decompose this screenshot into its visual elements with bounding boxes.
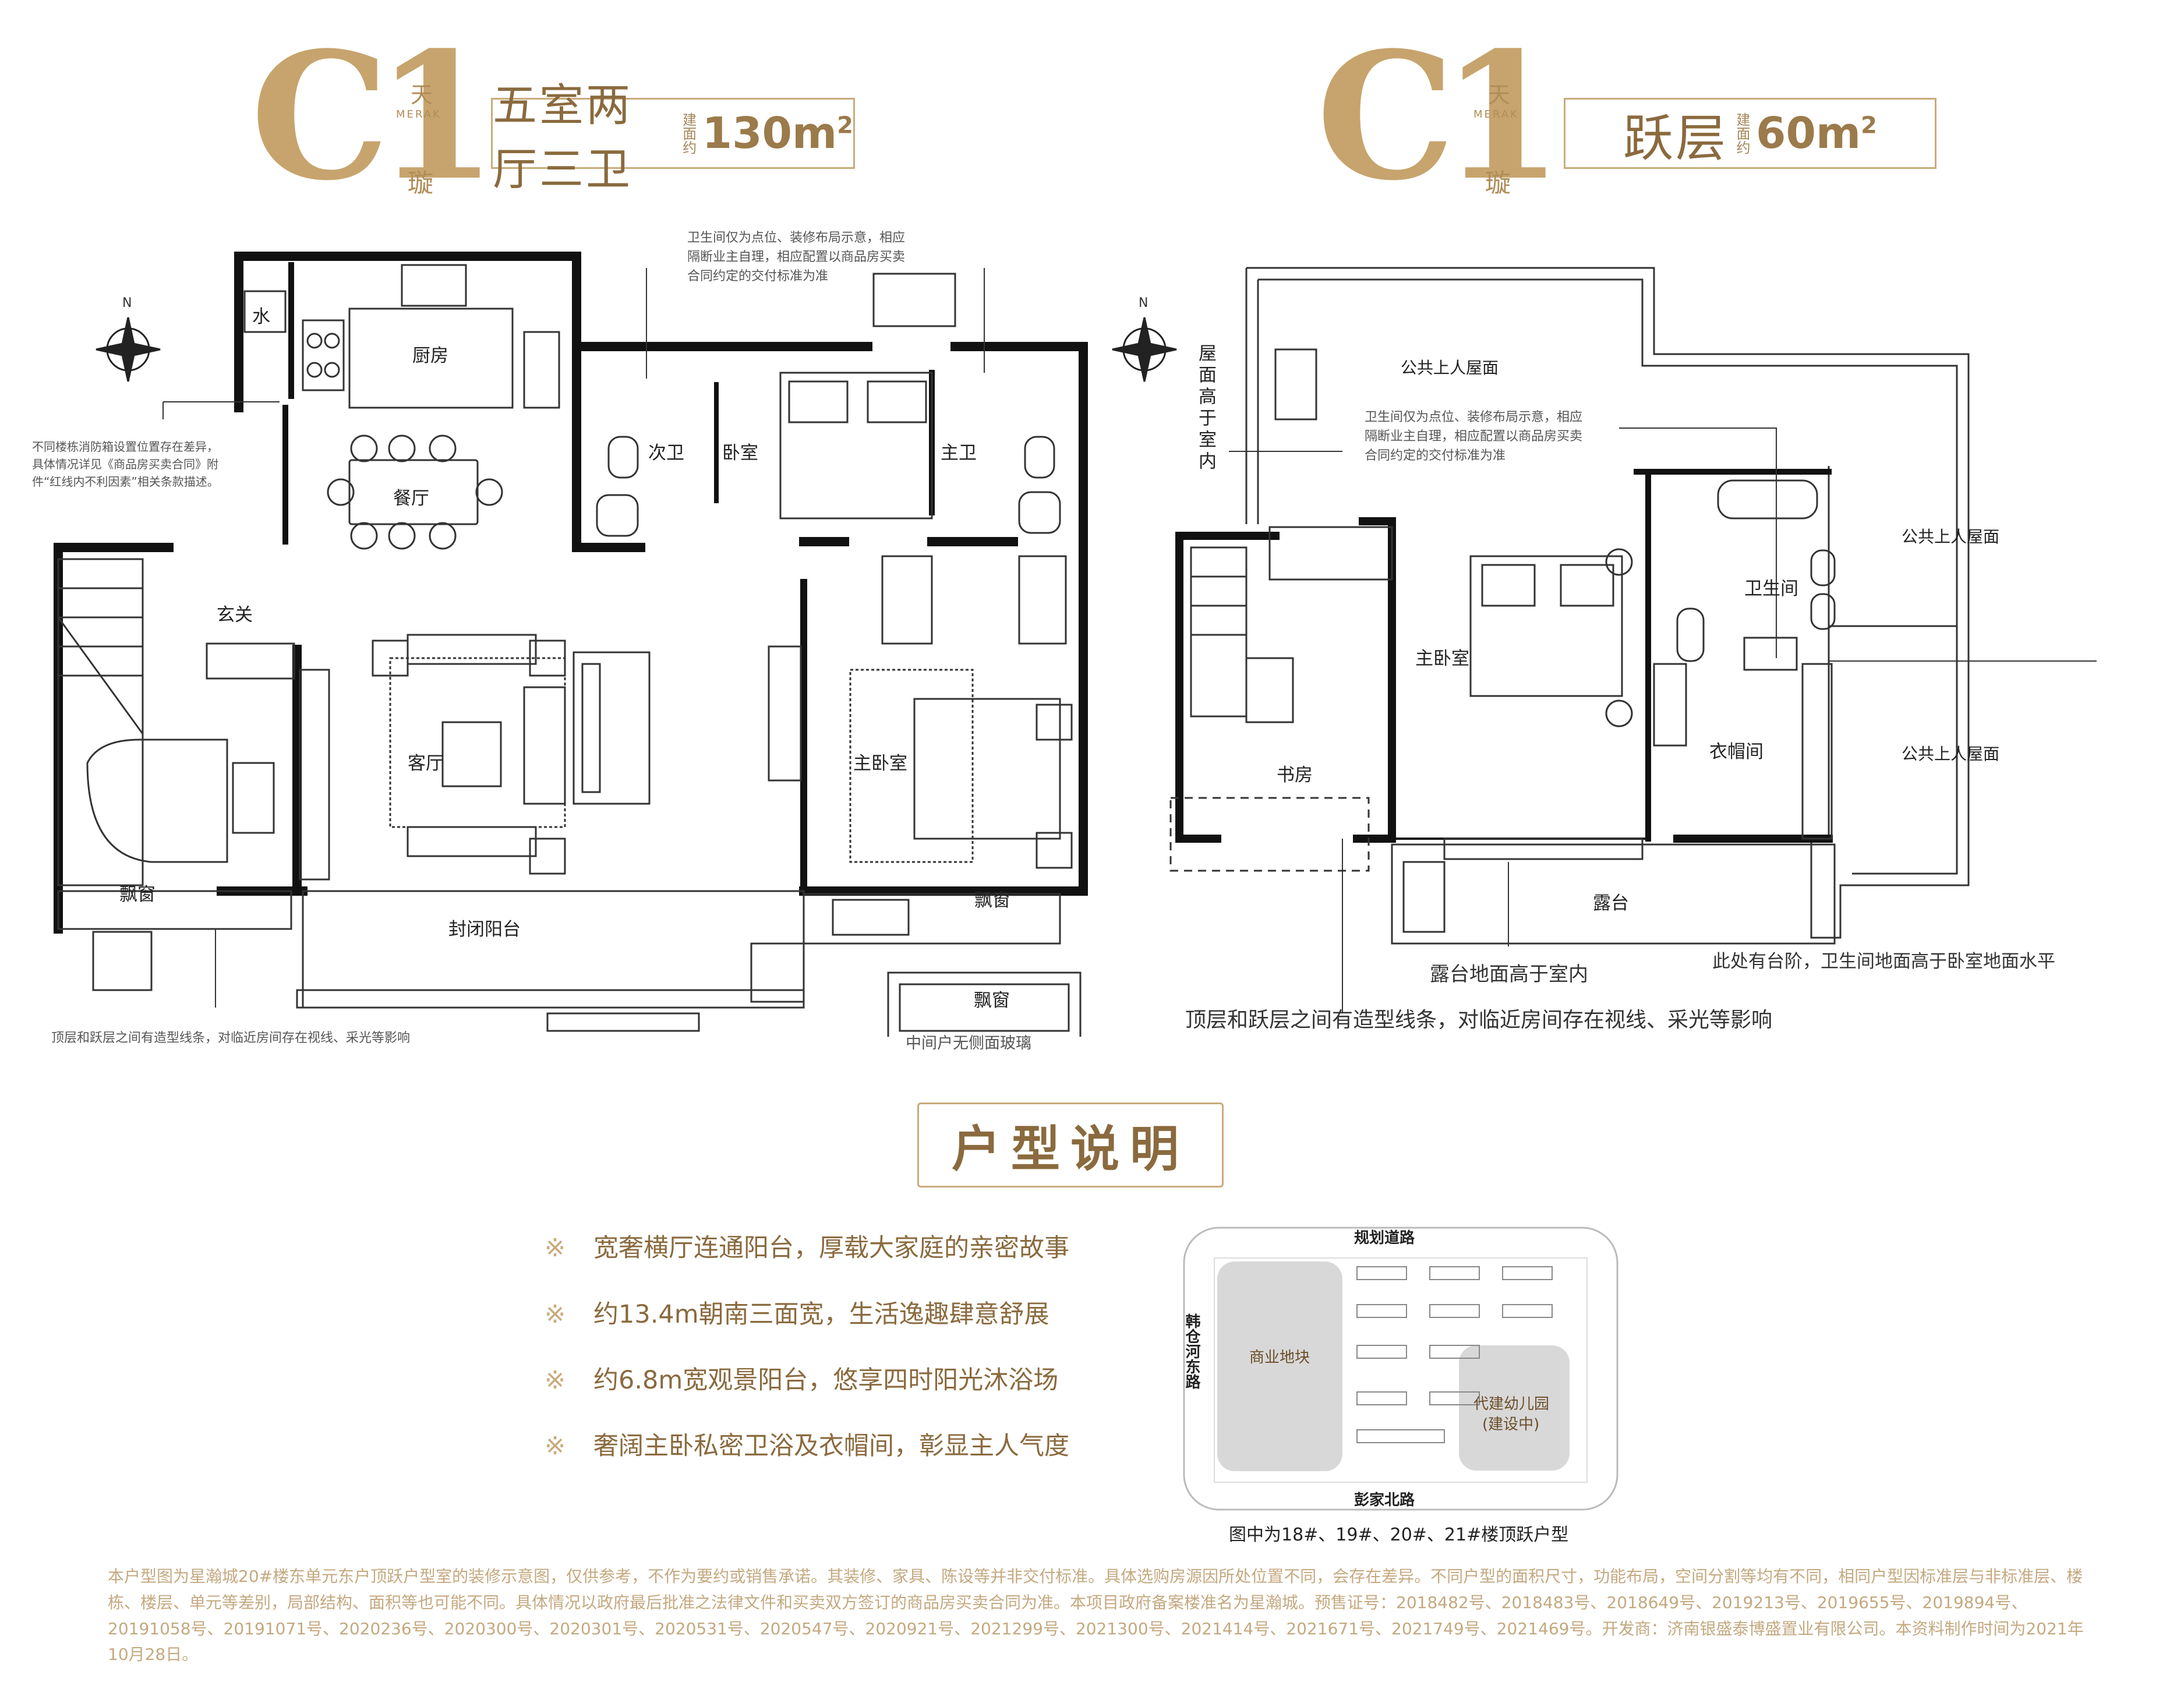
right-note-bottom: 顶层和跃层之间有造型线条，对临近房间存在视线、采光等影响: [1185, 1008, 1773, 1032]
left-logo-xuan: 璇: [408, 168, 433, 198]
map-commercial: 商业地块: [1249, 1349, 1310, 1366]
right-logo-mark: C1: [1316, 13, 1563, 219]
left-room-water: 水: [252, 306, 270, 327]
left-room-kitchen: 厨房: [412, 345, 448, 366]
right-compass-label: N: [1139, 296, 1148, 310]
map-road-top: 规划道路: [1354, 1229, 1415, 1247]
left-compass-label: N: [122, 296, 132, 310]
right-area-label: 建面约: [1734, 112, 1751, 154]
right-logo-merak: MERAK: [1473, 108, 1519, 121]
left-room-dining: 餐厅: [393, 488, 429, 509]
left-logo: C1 天 MERAK 璇: [250, 13, 497, 219]
right-room-public-roof-right2: 公共上人屋面: [1902, 744, 2000, 764]
right-note-step: 此处有台阶，卫生间地面高于卧室地面水平: [1712, 951, 2055, 972]
right-room-master-bedroom: 主卧室: [1415, 648, 1469, 669]
right-logo: C1 天 MERAK 璇: [1316, 13, 1563, 219]
map-road-left: 韩仓河东路: [1183, 1313, 1200, 1389]
left-room-master-bedroom: 主卧室: [853, 753, 907, 774]
feature-2: ※约13.4m朝南三面宽，生活逸趣肆意舒展: [545, 1300, 1049, 1329]
left-room-entrance: 玄关: [217, 605, 253, 626]
left-note-bottom: 顶层和跃层之间有造型线条，对临近房间存在视线、采光等影响: [51, 1031, 411, 1045]
right-room-public-roof-top: 公共上人屋面: [1401, 358, 1499, 377]
map-kindergarten: 代建幼儿园: [1473, 1395, 1550, 1413]
map-caption: 图中为18#、19#、20#、21#楼顶跃户型: [1229, 1525, 1569, 1545]
left-title-box: 五室两厅三卫 建面约 130m2: [491, 79, 855, 195]
left-room-enclosed-balcony: 封闭阳台: [448, 919, 521, 940]
left-logo-mark: C1: [250, 13, 497, 219]
left-floorplan: [54, 252, 1088, 1037]
feature-4: ※奢阔主卧私密卫浴及衣帽间，彰显主人气度: [545, 1432, 1070, 1461]
right-room-bathroom: 卫生间: [1744, 578, 1798, 599]
right-room-cloakroom: 衣帽间: [1709, 741, 1764, 762]
left-note-bathroom: 卫生间仅为点位、装修布局示意，相应 隔断业主自理，相应配置以商品房买卖 合同约定…: [687, 231, 906, 284]
left-area-value: 130m2: [702, 108, 853, 158]
disclaimer: 本户型图为星瀚城20#楼东单元东户顶跃户型室的装修示意图，仅供参考，不作为要约或…: [108, 1567, 2084, 1665]
section-title-box: 户型说明: [917, 1103, 1224, 1188]
right-floorplan: [1112, 267, 2097, 1013]
right-area-value: 60m2: [1756, 108, 1877, 158]
right-logo-xuan: 璇: [1485, 168, 1511, 198]
right-title-box: 跃层 建面约 60m2: [1564, 98, 1936, 169]
left-logo-tian: 天: [411, 82, 433, 108]
site-map: [1183, 1227, 1618, 1511]
right-note-terrace-higher: 露台地面高于室内: [1430, 963, 1588, 986]
right-room-study: 书房: [1277, 765, 1313, 786]
left-room-second-bath: 次卫: [648, 443, 684, 464]
left-room-bay-window-right: 飘窗: [974, 890, 1010, 911]
right-room-roof-higher: 屋面高于室内: [1195, 344, 1216, 473]
right-room-terrace: 露台: [1593, 893, 1629, 914]
map-kindergarten-status: (建设中): [1482, 1416, 1540, 1433]
right-note-bathroom: 卫生间仅为点位、装修布局示意，相应 隔断业主自理，相应配置以商品房买卖 合同约定…: [1365, 410, 1583, 463]
feature-3: ※约6.8m宽观景阳台，悠享四时阳光沐浴场: [545, 1366, 1059, 1395]
left-logo-merak: MERAK: [396, 108, 441, 121]
left-room-inset-bay: 飘窗: [974, 990, 1010, 1011]
right-logo-tian: 天: [1488, 82, 1511, 108]
left-area-label: 建面约: [680, 112, 697, 154]
map-road-bottom: 彭家北路: [1354, 1492, 1415, 1509]
feature-1: ※宽奢横厅连通阳台，厚载大家庭的亲密故事: [545, 1234, 1070, 1263]
left-room-bedroom: 卧室: [722, 443, 758, 464]
left-note-inset: 中间户无侧面玻璃: [906, 1034, 1031, 1052]
left-note-fire-box: 不同楼栋消防箱设置位置存在差异， 具体情况详见《商品房买卖合同》附 件“红线内不…: [32, 440, 219, 489]
left-room-bay-window-left: 飘窗: [119, 884, 156, 905]
right-room-public-roof-right1: 公共上人屋面: [1902, 527, 2000, 546]
left-room-living: 客厅: [408, 753, 444, 774]
right-title: 跃层: [1623, 109, 1729, 168]
left-room-master-bath: 主卫: [941, 443, 977, 464]
section-title: 户型说明: [951, 1119, 1189, 1178]
left-title: 五室两厅三卫: [493, 79, 632, 195]
